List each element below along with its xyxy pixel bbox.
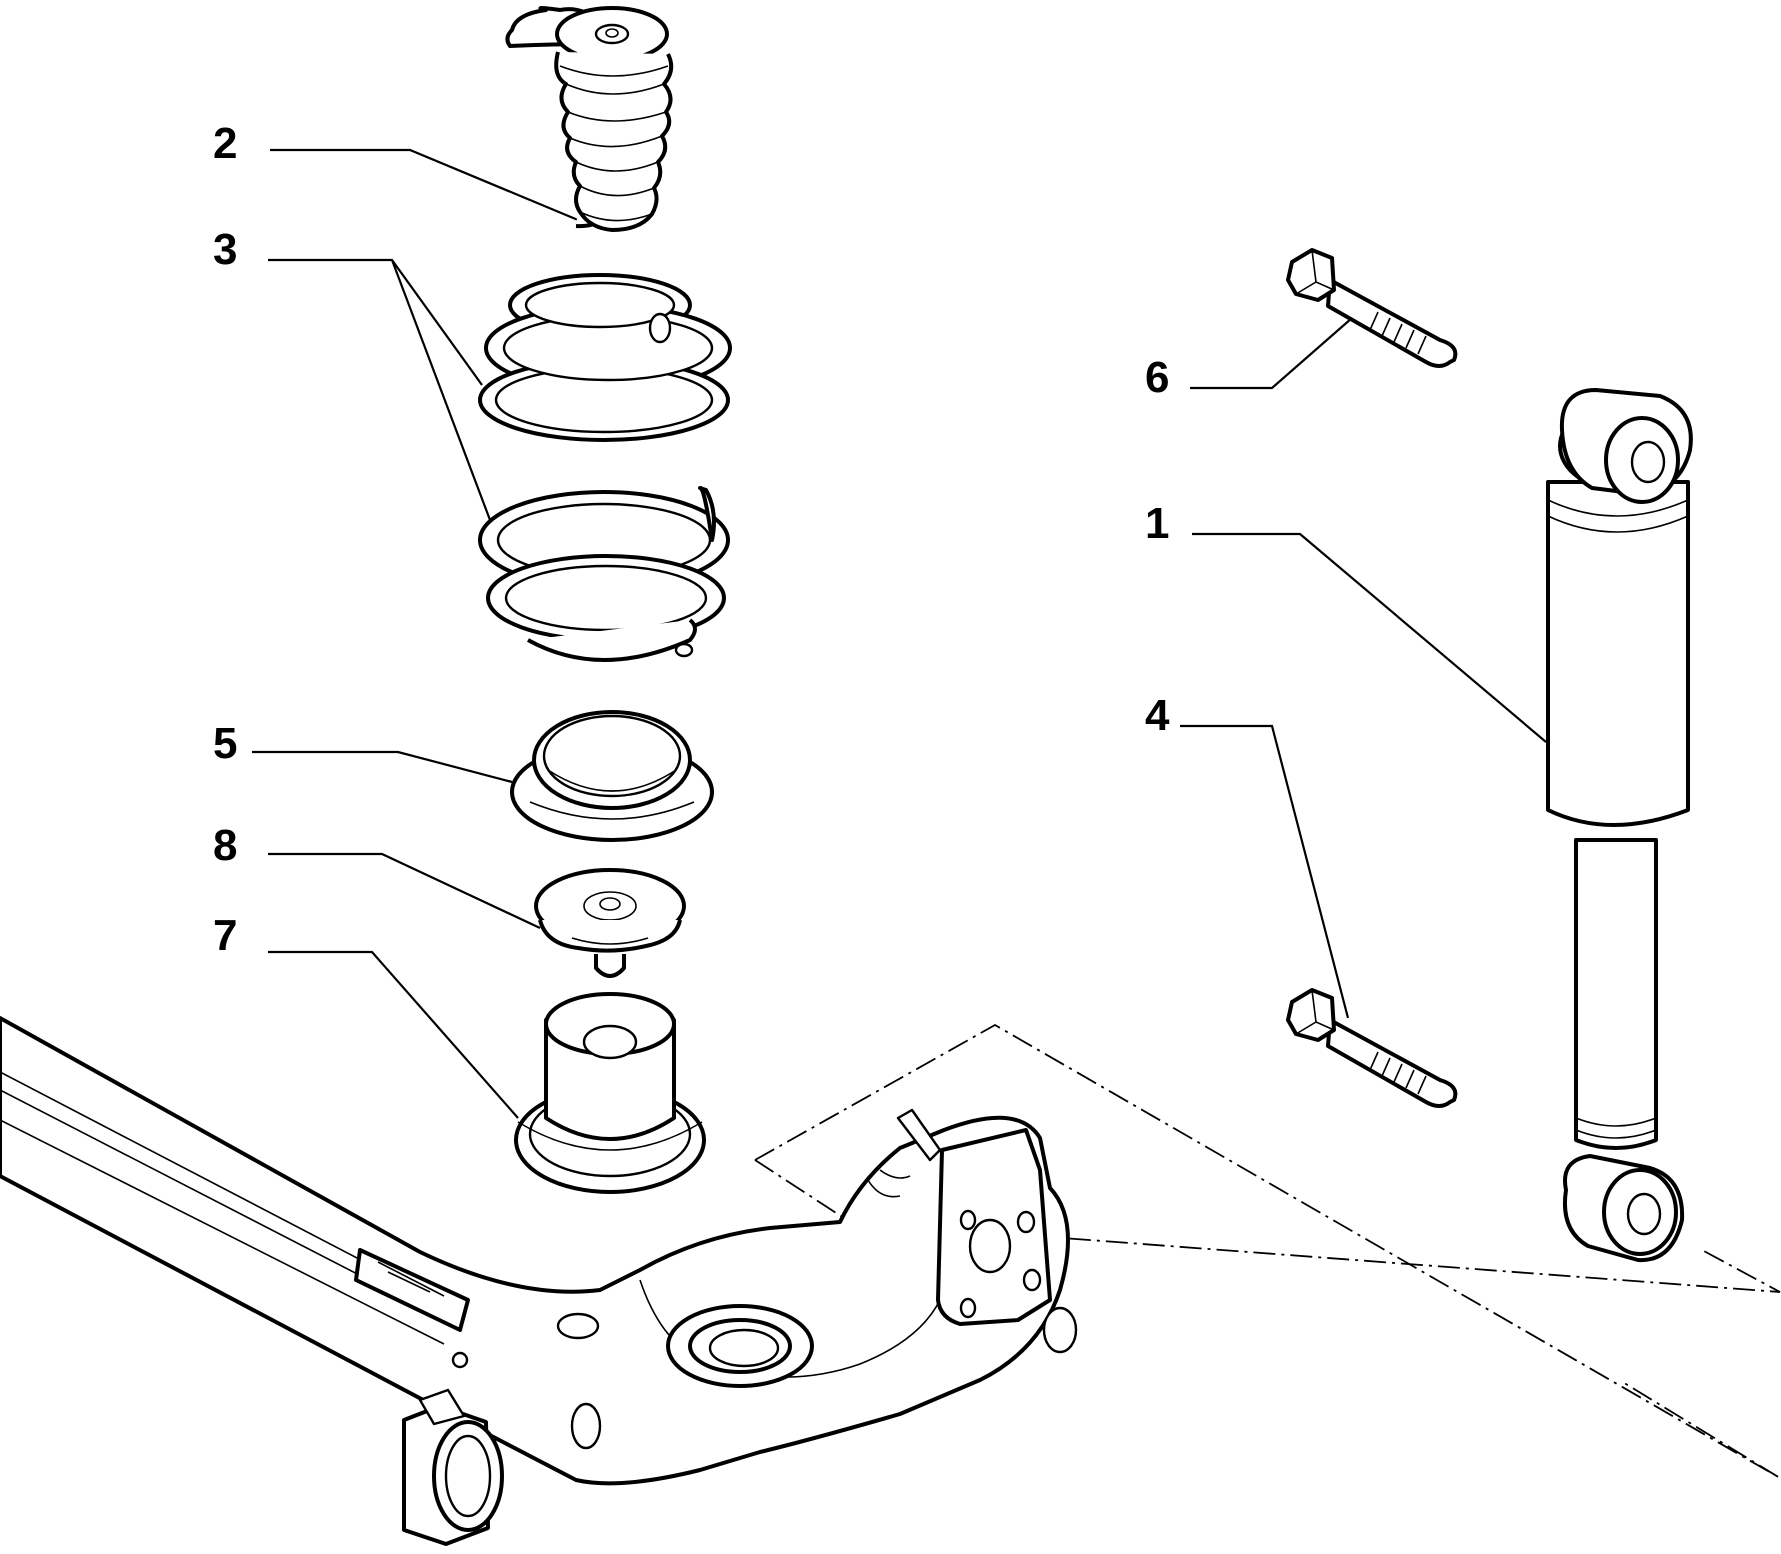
callout-2: 2 <box>213 119 238 168</box>
callout-6: 6 <box>1145 353 1170 402</box>
leader-2 <box>270 148 579 222</box>
leader-6 <box>1190 317 1353 390</box>
leader-1 <box>1192 532 1547 743</box>
lower-bolt <box>1286 988 1458 1108</box>
bump-stop <box>505 6 674 232</box>
rubber-pad <box>534 868 686 978</box>
callout-5: 5 <box>213 719 238 768</box>
callout-7: 7 <box>213 911 238 960</box>
assembly-outline <box>754 1023 1781 1479</box>
coil-spring <box>478 273 732 662</box>
shock-absorber <box>1546 388 1693 1263</box>
callout-4: 4 <box>1145 691 1170 740</box>
leader-lines <box>252 148 1547 1119</box>
leader-3b <box>390 259 492 521</box>
leader-4 <box>1180 724 1350 1019</box>
callout-3: 3 <box>213 225 238 274</box>
leader-8 <box>268 852 541 929</box>
bump-stop-mount <box>514 992 706 1194</box>
leader-5 <box>252 750 513 784</box>
callout-1: 1 <box>1145 499 1170 548</box>
callout-8: 8 <box>213 821 238 870</box>
leader-7 <box>268 950 519 1119</box>
spring-seat <box>510 710 714 842</box>
rear-axle <box>0 1016 1078 1546</box>
leader-3a <box>268 258 483 386</box>
upper-bolt <box>1286 248 1458 368</box>
assembly-outline-2 <box>754 1159 1781 1293</box>
